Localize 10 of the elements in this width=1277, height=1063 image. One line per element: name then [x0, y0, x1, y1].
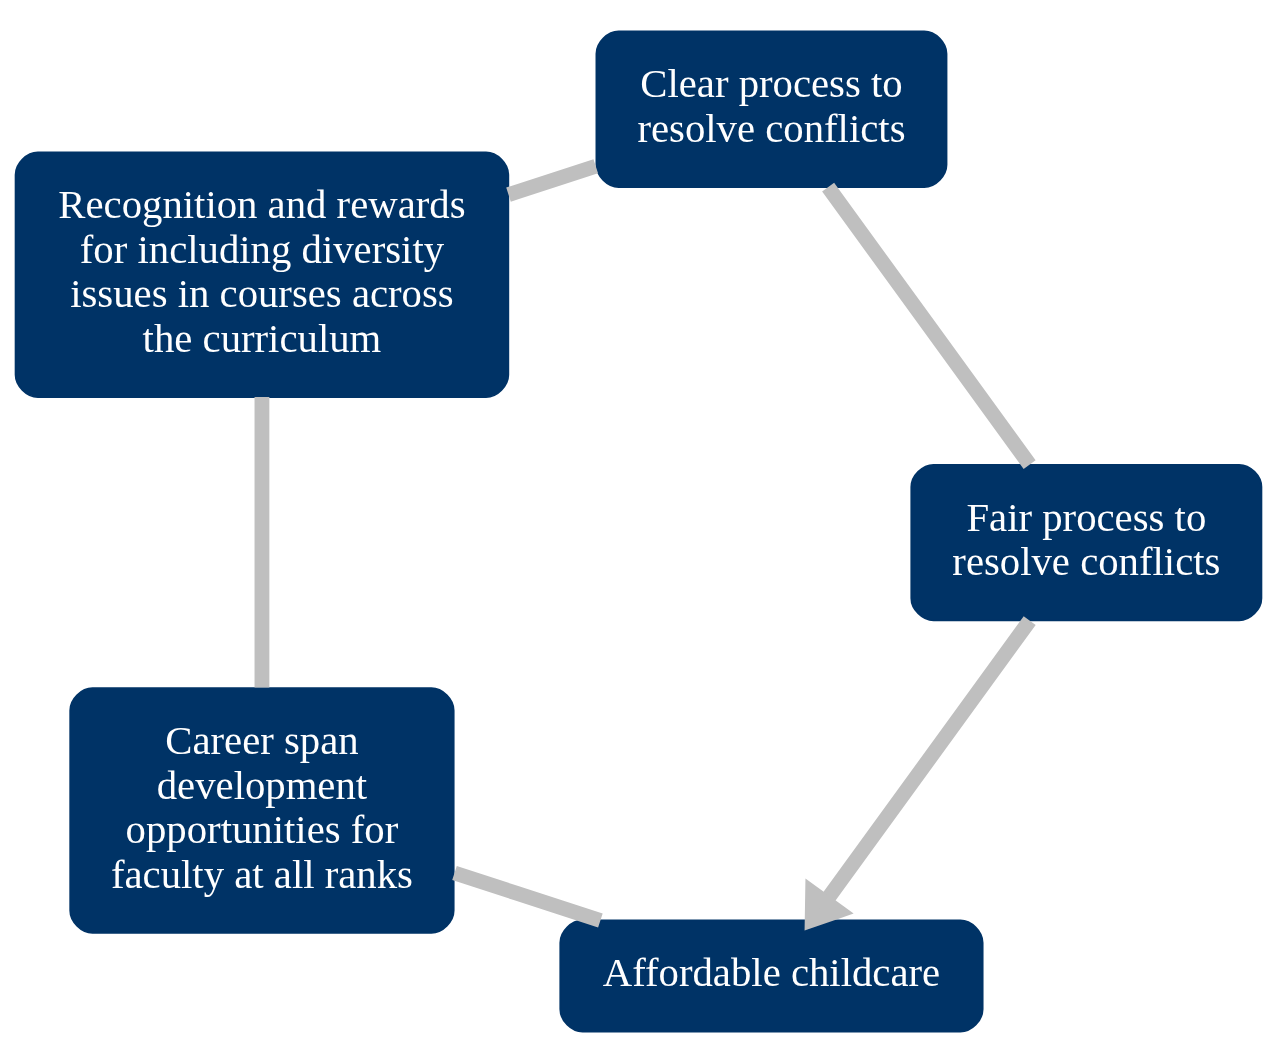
node-box: Affordable childcare	[559, 919, 984, 1033]
node-box: Fair process to resolve conflicts	[910, 463, 1263, 622]
node-box: Recognition and rewards for including diversity issues in courses across the curriculum	[14, 151, 510, 398]
connector	[452, 866, 603, 928]
connector	[506, 159, 599, 202]
node-box: Career span development opportunities for faculty at all ranks	[69, 687, 455, 934]
node-box: Clear process to resolve conflicts	[595, 30, 948, 188]
connector	[822, 182, 1036, 469]
arrow	[804, 616, 1036, 931]
connector	[254, 397, 270, 688]
